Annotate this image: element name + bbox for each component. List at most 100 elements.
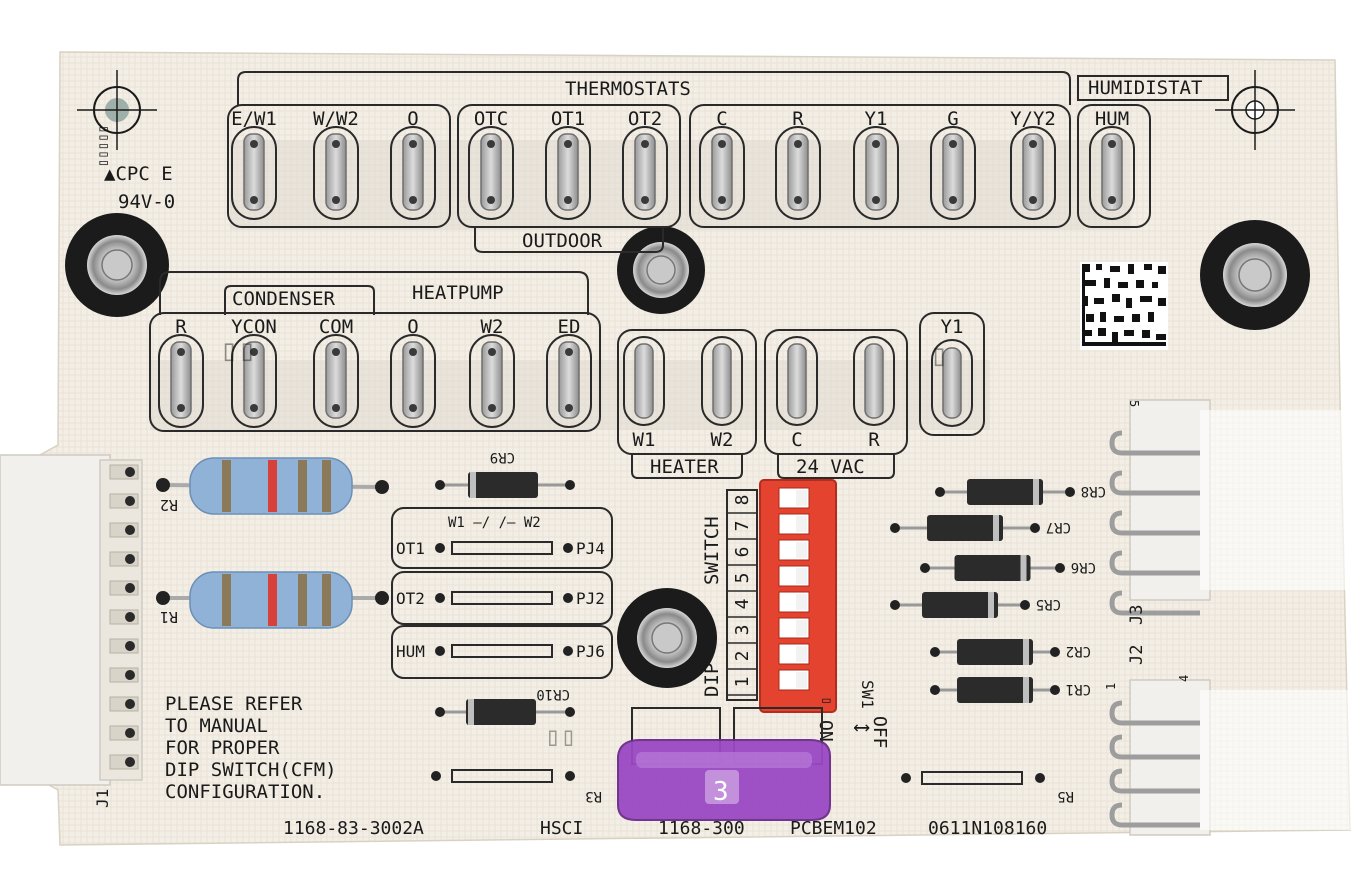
j3-pin xyxy=(1109,590,1200,616)
dip-number: 6 xyxy=(732,547,753,558)
terminal-y-y2[interactable]: Y/Y2 xyxy=(1010,108,1056,220)
on-off-arrow-icon: ⟷ xyxy=(853,715,870,740)
dip-toggle-3[interactable] xyxy=(778,617,810,639)
dip-toggle-7[interactable] xyxy=(778,513,810,535)
connector-j1[interactable] xyxy=(0,454,143,786)
dip-toggle-1[interactable] xyxy=(778,669,810,691)
resistor-r3-footprint xyxy=(431,769,575,783)
terminal-heater-w1[interactable]: W1 xyxy=(623,336,665,451)
diode-cr1: CR1 xyxy=(930,677,1091,703)
on-label: ON xyxy=(815,720,836,742)
resistor-r1 xyxy=(156,571,389,629)
mounting-hole xyxy=(617,588,717,688)
terminal-heater-label: W1 xyxy=(633,429,656,451)
terminal-otc[interactable]: OTC xyxy=(468,108,514,220)
dip-switch-sw1[interactable] xyxy=(759,479,837,713)
resistor-r2 xyxy=(156,457,389,515)
terminal-hp-r[interactable]: R xyxy=(158,316,204,428)
mounting-hole xyxy=(65,213,169,317)
j2-pin-one: 1 xyxy=(1104,683,1118,690)
part-code: 0611N108160 xyxy=(928,818,1047,839)
terminal-o[interactable]: O xyxy=(390,108,436,220)
mounting-hole xyxy=(1200,220,1310,330)
dip-toggle-6[interactable] xyxy=(778,539,810,561)
terminal-c-label: C xyxy=(716,108,727,130)
terminal-y1-label: Y1 xyxy=(865,108,888,130)
terminal-hp-w2[interactable]: W2 xyxy=(469,316,515,428)
jumper-frame-pj6 xyxy=(391,625,613,679)
ink-stamp: ▯ xyxy=(930,338,948,373)
terminal-ot2[interactable]: OT2 xyxy=(622,108,668,220)
jumper-left-label: OT1 xyxy=(396,539,425,558)
dip-number: 2 xyxy=(732,651,753,662)
cr5-label: CR5 xyxy=(1036,596,1061,612)
datamatrix-code xyxy=(1080,262,1168,350)
dip-number: 8 xyxy=(732,495,753,506)
dip-number: 5 xyxy=(732,573,753,584)
j1-label: J1 xyxy=(93,789,112,808)
jumper-left-label: OT2 xyxy=(396,589,425,608)
connector-j3[interactable] xyxy=(1109,399,1360,616)
humidistat-bracket xyxy=(1077,75,1229,101)
top-terminal-row: E/W1 W/W2 O OTC OT1 OT2 C R Y1 G Y/Y2 HUM xyxy=(231,108,1135,220)
dip-pin-one: ▯ xyxy=(818,697,834,705)
terminal-vac-c[interactable]: C xyxy=(776,336,818,451)
dip-toggle-8[interactable] xyxy=(778,487,810,509)
terminal-hp-ycon-label: YCON xyxy=(231,316,277,338)
terminal-c[interactable]: C xyxy=(699,108,745,220)
terminal-vac-r[interactable]: R xyxy=(853,336,895,451)
diode-cr8: CR8 xyxy=(935,479,1106,505)
condenser-bracket xyxy=(224,285,375,315)
j1-pin xyxy=(109,609,139,625)
j3-label: J3 xyxy=(1127,605,1147,625)
terminal-hp-com[interactable]: COM xyxy=(313,316,359,428)
w1w2-jumper-label: W1 —/ /— W2 xyxy=(448,515,541,531)
terminal-hp-ed-label: ED xyxy=(558,316,581,338)
terminal-e-w1[interactable]: E/W1 xyxy=(231,108,277,220)
notice-line: FOR PROPER xyxy=(165,737,280,759)
terminal-heater-label: W2 xyxy=(711,429,734,451)
date-code: ▯▯▯▯▯ xyxy=(96,125,112,167)
jumper-pj2[interactable]: OT2 PJ2 xyxy=(396,589,605,608)
dip-number: 3 xyxy=(732,625,753,636)
terminal-hp-o[interactable]: O xyxy=(390,316,436,428)
terminal-w-w2[interactable]: W/W2 xyxy=(313,108,359,220)
dip-toggle-4[interactable] xyxy=(778,591,810,613)
connector-j2[interactable] xyxy=(1109,679,1360,836)
terminal-heater-w2[interactable]: W2 xyxy=(701,336,743,451)
dip-toggle-2[interactable] xyxy=(778,643,810,665)
terminal-y1-lower[interactable]: Y1 xyxy=(931,316,973,427)
terminal-vac-label: C xyxy=(791,429,802,451)
j1-pin xyxy=(109,580,139,596)
terminal-y1[interactable]: Y1 xyxy=(853,108,899,220)
j1-pin xyxy=(109,638,139,654)
terminal-group-heatpump xyxy=(149,312,601,432)
part-code: 1168-83-3002A xyxy=(283,818,424,839)
dip-toggle-5[interactable] xyxy=(778,565,810,587)
terminal-g[interactable]: G xyxy=(930,108,976,220)
jumper-frame-pj2 xyxy=(391,571,613,625)
terminal-hp-ycon[interactable]: YCON xyxy=(231,316,277,428)
vac-bracket xyxy=(777,454,895,479)
terminal-ot1-label: OT1 xyxy=(551,108,585,130)
jumper-pj4[interactable]: OT1 PJ4 xyxy=(396,539,605,558)
terminal-hum[interactable]: HUM xyxy=(1089,108,1135,220)
diode-cr9 xyxy=(435,472,575,498)
dip-label: DIP xyxy=(701,663,723,697)
jumper-right-label: PJ4 xyxy=(576,539,605,558)
ink-stamp: ▯▯ xyxy=(545,722,576,752)
terminal-ot1[interactable]: OT1 xyxy=(545,108,591,220)
terminal-r[interactable]: R xyxy=(775,108,821,220)
y1-terminal-slot: Y1 xyxy=(931,316,973,427)
terminal-hp-ed[interactable]: ED xyxy=(546,316,592,428)
terminal-e-w1-label: E/W1 xyxy=(231,108,277,130)
mid-terminal-row: R YCON COM O W2 ED xyxy=(158,316,592,428)
terminal-group-heater xyxy=(617,329,757,455)
jumper-right-label: PJ2 xyxy=(576,589,605,608)
sw1-label: SW1 xyxy=(858,680,877,709)
thermostats-label: THERMOSTATS xyxy=(565,78,691,100)
